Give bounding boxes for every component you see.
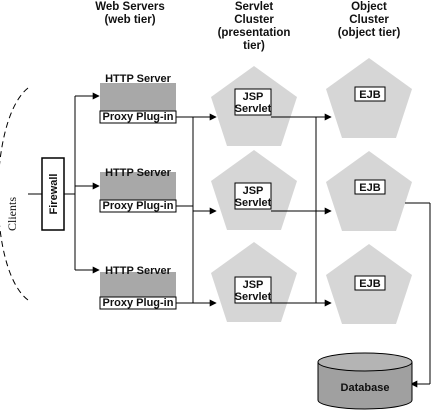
servlet-header-line4: tier) bbox=[243, 40, 265, 52]
jsp-servlet-box bbox=[234, 88, 272, 116]
jsp-label: JSP bbox=[243, 91, 264, 103]
ejb-to-database-connector bbox=[405, 202, 431, 388]
database-label: Database bbox=[341, 382, 390, 394]
clients-label: Clients bbox=[5, 197, 19, 231]
jsp-servlet-box bbox=[234, 276, 272, 304]
jsp-label: JSP bbox=[243, 185, 264, 197]
proxy-plugin-label: Proxy Plug-in bbox=[103, 200, 174, 212]
web-server-3: HTTP Server Proxy Plug-in bbox=[99, 265, 177, 310]
http-server-box bbox=[100, 172, 176, 200]
ejb-label: EJB bbox=[359, 278, 380, 290]
servlet-header-line1: Servlet bbox=[235, 1, 274, 13]
servlet-header-line3: (presentation bbox=[218, 27, 291, 39]
web-to-servlet-connectors bbox=[176, 113, 217, 307]
ejb-label: EJB bbox=[359, 182, 380, 194]
database-cylinder-body bbox=[317, 362, 413, 410]
servlet-node-2: JSP Servlet bbox=[211, 150, 297, 230]
proxy-plugin-label: Proxy Plug-in bbox=[103, 111, 174, 123]
servlet-tier-header: Servlet Cluster (presentation tier) bbox=[218, 1, 291, 52]
web-server-2: HTTP Server Proxy Plug-in bbox=[99, 167, 177, 213]
http-server-box bbox=[100, 83, 176, 111]
servlet-node-3: JSP Servlet bbox=[211, 242, 297, 322]
firewall-to-web-connectors bbox=[64, 92, 100, 274]
ejb-node-3: EJB bbox=[326, 244, 412, 324]
servlet-label: Servlet bbox=[235, 197, 272, 209]
servlet-to-ejb-connectors bbox=[271, 113, 332, 307]
http-server-label: HTTP Server bbox=[105, 167, 172, 179]
object-header-line3: (object tier) bbox=[338, 27, 401, 39]
web-header-line2: (web tier) bbox=[104, 14, 155, 26]
ejb-label: EJB bbox=[359, 89, 380, 101]
ejb-box bbox=[354, 179, 386, 195]
servlet-node-1: JSP Servlet bbox=[211, 66, 297, 146]
proxy-plugin-label: Proxy Plug-in bbox=[103, 297, 174, 309]
database-cylinder-top bbox=[317, 352, 413, 372]
http-server-label: HTTP Server bbox=[105, 265, 172, 277]
jsp-servlet-box bbox=[234, 182, 272, 210]
ejb-node-1: EJB bbox=[326, 58, 412, 138]
web-tier-header: Web Servers (web tier) bbox=[95, 1, 164, 26]
database: Database bbox=[317, 352, 413, 410]
object-header-line2: Cluster bbox=[349, 14, 389, 26]
servlet-header-line2: Cluster bbox=[234, 14, 274, 26]
clients-boundary-arc bbox=[0, 87, 29, 301]
web-header-line1: Web Servers bbox=[95, 1, 164, 13]
web-server-1: HTTP Server Proxy Plug-in bbox=[99, 73, 177, 124]
http-server-label: HTTP Server bbox=[105, 73, 172, 85]
ejb-box bbox=[354, 275, 386, 291]
ejb-node-2: EJB bbox=[326, 151, 412, 231]
firewall-label: Firewall bbox=[48, 174, 60, 215]
jsp-label: JSP bbox=[243, 279, 264, 291]
servlet-label: Servlet bbox=[235, 103, 272, 115]
http-server-box bbox=[100, 272, 176, 298]
object-tier-header: Object Cluster (object tier) bbox=[338, 1, 401, 39]
object-header-line1: Object bbox=[351, 1, 387, 13]
ejb-box bbox=[354, 86, 386, 102]
servlet-label: Servlet bbox=[235, 291, 272, 303]
